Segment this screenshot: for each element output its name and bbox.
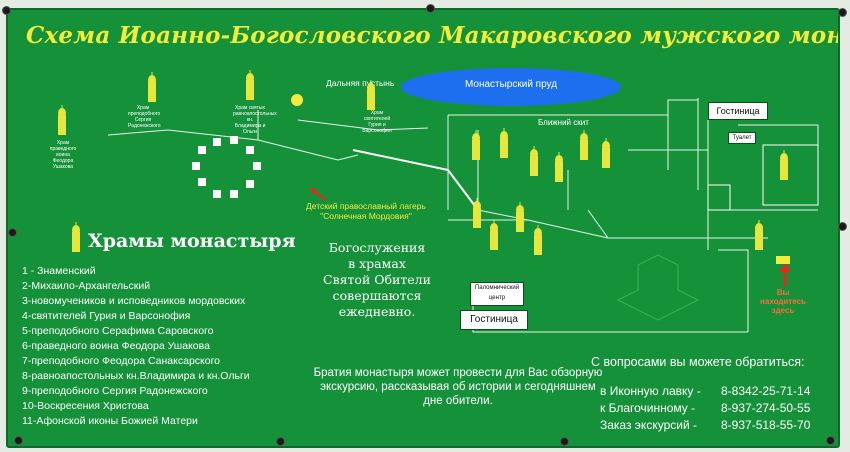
contact-row: в Иконную лавку - 8-8342-25-71-14 <box>600 384 810 398</box>
church-icon <box>365 80 377 114</box>
church-icon <box>146 72 158 106</box>
contact-row: к Благочинному - 8-937-274-50-55 <box>600 401 810 415</box>
screw <box>560 437 569 446</box>
camp-arrow-icon <box>310 188 327 201</box>
contact-label: к Благочинному - <box>600 401 696 415</box>
churches-heading: Храмы монастыря <box>88 230 296 252</box>
church-icon <box>553 152 565 186</box>
church-icon <box>488 220 500 254</box>
church-list-item: 2-Михаило-Архангельский <box>22 280 151 292</box>
church-list-item: 1 - Знаменский <box>22 265 96 277</box>
services-line: ежедневно. <box>338 304 416 319</box>
toilet-box: Туалет <box>728 132 756 144</box>
church-list-item: 10-Воскресения Христова <box>22 400 149 412</box>
screw <box>2 6 11 15</box>
contacts-heading: С вопросами вы можете обратиться: <box>591 355 805 369</box>
church-icon <box>753 220 765 254</box>
church-list-item: 9-преподобного Сергия Радонежского <box>22 385 208 397</box>
dalnyaya-pustyn-label: Дальняя пустынь <box>326 78 395 88</box>
church-list-item: 11-Афонской иконы Божией Матери <box>22 415 198 427</box>
screw <box>276 437 285 446</box>
gostinitsa-right-label: Гостиница <box>716 106 760 116</box>
camp-label: Детский православный лагерь "Солнечная М… <box>306 201 426 221</box>
services-line: Богослужения <box>328 240 426 255</box>
you-are-here-label: Вы находитесь здесь <box>760 288 806 315</box>
you-are-here-marker <box>776 256 790 264</box>
pilgrim-center-box: Паломнический центр <box>470 282 524 306</box>
church-list-item: 8-равноапостольных кн.Владимира и кн.Оль… <box>22 370 250 382</box>
contact-label: Заказ экскурсий - <box>600 418 697 432</box>
services-line: совершаются <box>332 288 422 303</box>
church-list-item: 6-праведного воина Феодора Ушакова <box>22 340 210 352</box>
church-icon <box>244 70 256 104</box>
board-title: Схема Иоанно-Богословского Макаровского … <box>26 22 838 49</box>
well-icon <box>291 94 303 106</box>
church-icon <box>778 150 790 184</box>
gostinitsa-left-box: Гостиница <box>460 310 528 330</box>
contact-phone: 8-937-274-50-55 <box>721 401 811 415</box>
blizhny-skit-label: Ближний скит <box>538 118 589 127</box>
excursion-notice: Братия монастыря может провести для Вас … <box>313 367 603 407</box>
church-icon <box>528 146 540 180</box>
monastery-pond: Монастырский пруд <box>401 68 621 106</box>
contact-phone: 8-8342-25-71-14 <box>721 384 811 398</box>
you-are-here-arrow-icon <box>779 263 791 286</box>
contact-label: в Иконную лавку - <box>600 384 701 398</box>
church-icon <box>470 130 482 164</box>
screw <box>838 222 847 231</box>
church-list-item: 3-новомучеников и исповедников мордовски… <box>22 295 246 307</box>
pond-label: Монастырский пруд <box>464 79 558 90</box>
services-line: в храмах <box>348 256 406 271</box>
screw <box>838 8 847 17</box>
contact-phone: 8-937-518-55-70 <box>721 418 811 432</box>
church-icon <box>498 128 510 162</box>
services-notice: Богослужения в храмах Святой Обители сов… <box>313 240 441 320</box>
gostinitsa-left-label: Гостиница <box>470 314 518 325</box>
church-caption-2: Храм праведного воина Феодора Ушакова <box>49 140 77 170</box>
screw <box>426 4 435 13</box>
green-panel: Схема Иоанно-Богословского Макаровского … <box>6 8 840 448</box>
screw <box>14 436 23 445</box>
camp-line-1: Детский православный лагерь <box>306 201 426 211</box>
church-icon <box>600 138 612 172</box>
gostinitsa-right-box: Гостиница <box>708 102 768 120</box>
camp-line-2: "Солнечная Мордовия" <box>320 211 412 221</box>
church-icon <box>56 105 68 139</box>
screw <box>8 228 17 237</box>
contact-row: Заказ экскурсий - 8-937-518-55-70 <box>600 418 810 432</box>
church-list-item: 5-преподобного Серафима Саровского <box>22 325 214 337</box>
services-line: Святой Обители <box>323 272 431 287</box>
church-list-item: 7-преподобного Феодора Санаксарского <box>22 355 221 367</box>
church-caption-3: Храм святых равноапостольных кн. Владими… <box>233 105 277 135</box>
church-caption-1: Храм преподобного Сергия Радонежского <box>128 105 161 129</box>
pilgrim-center-label: Паломнический центр <box>474 285 520 301</box>
church-icon <box>471 198 483 232</box>
church-caption-4: Храм святителей Гурия и Варсонофия <box>362 110 392 134</box>
church-icon <box>514 202 526 236</box>
church-list-item: 4-святителей Гурия и Варсонофия <box>22 310 191 322</box>
legend-church-icon <box>70 222 82 256</box>
church-icon <box>578 130 590 164</box>
screw <box>826 436 835 445</box>
toilet-label: Туалет <box>732 135 752 141</box>
church-icon <box>532 225 544 259</box>
